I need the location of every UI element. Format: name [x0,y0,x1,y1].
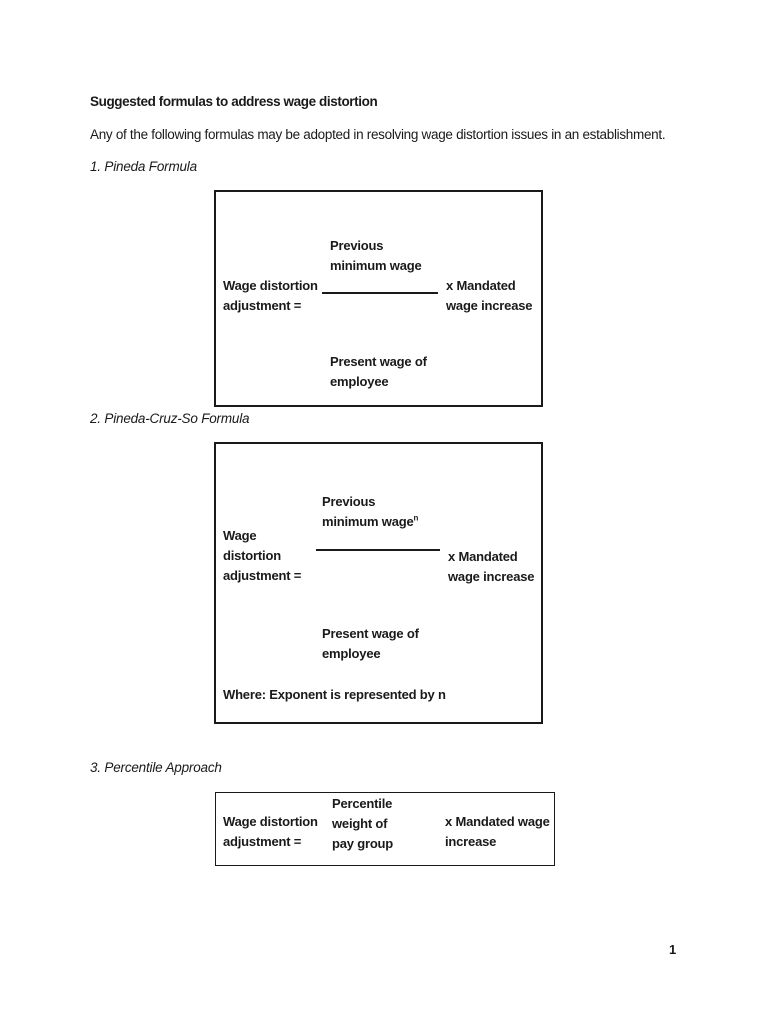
formula-box-percentile: Wage distortion adjustment = Percentile … [215,792,555,866]
section-label-pineda: 1. Pineda Formula [90,159,197,174]
fraction-denominator-line: employee [322,646,381,661]
formula-box-pineda: Previous minimum wage Wage distortion ad… [214,190,543,407]
fraction-numerator-line: Previous [322,494,376,509]
fraction-numerator-line: minimum wage [330,258,422,273]
formula-lhs-line: distortion [223,548,281,563]
formula-lhs: Wage distortion adjustment = [223,276,318,316]
formula-rhs-line: wage increase [446,298,533,313]
section-label-percentile: 3. Percentile Approach [90,760,222,775]
formula-middle-line: pay group [332,836,394,851]
formula-rhs-line: increase [445,834,497,849]
doc-title: Suggested formulas to address wage disto… [90,94,378,109]
formula-box-pineda-cruz-so: Previous minimum wagen Wage distortion a… [214,442,543,724]
formula-middle-line: Percentile [332,796,393,811]
formula-lhs-line: Wage distortion [223,814,318,829]
formula-note: Where: Exponent is represented by n [223,687,446,702]
fraction-numerator-line: minimum wagen [322,512,418,532]
fraction-numerator-text: minimum wage [322,514,414,529]
fraction-denominator-line: Present wage of [322,626,419,641]
formula-lhs-line: adjustment = [223,568,302,583]
formula-rhs-line: x Mandated [448,549,518,564]
fraction-bar [322,292,438,294]
formula-middle-line: weight of [332,816,388,831]
formula-lhs-line: adjustment = [223,834,302,849]
formula-rhs-line: wage increase [448,569,535,584]
formula-rhs: x Mandated wage increase [445,812,550,852]
fraction-denominator: Present wage of employee [330,352,427,392]
formula-rhs: x Mandated wage increase [448,547,534,587]
formula-lhs: Wage distortion adjustment = [223,812,318,852]
exponent-superscript: n [413,513,419,523]
fraction-denominator-line: employee [330,374,389,389]
fraction-numerator: Previous minimum wagen [322,492,418,532]
formula-rhs: x Mandated wage increase [446,276,532,316]
doc-intro: Any of the following formulas may be ado… [90,127,666,142]
section-label-pineda-cruz-so: 2. Pineda-Cruz-So Formula [90,411,250,426]
formula-rhs-line: x Mandated [446,278,516,293]
page-number: 1 [669,942,677,957]
fraction-numerator: Previous minimum wage [330,236,422,276]
fraction-bar [316,549,440,551]
formula-lhs: Wage distortion adjustment = [223,526,301,586]
formula-lhs-line: Wage [223,528,257,543]
formula-lhs-line: adjustment = [223,298,302,313]
fraction-denominator: Present wage of employee [322,624,419,664]
formula-lhs-line: Wage distortion [223,278,318,293]
formula-middle: Percentile weight of pay group [332,794,393,854]
formula-rhs-line: x Mandated wage [445,814,550,829]
fraction-numerator-line: Previous [330,238,384,253]
fraction-denominator-line: Present wage of [330,354,427,369]
